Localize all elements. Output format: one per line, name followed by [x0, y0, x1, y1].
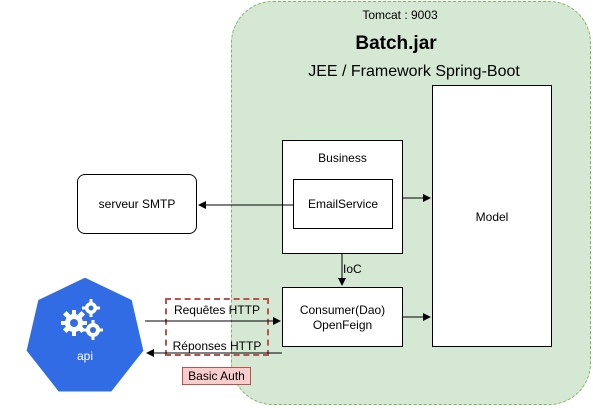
basic-auth-badge: Basic Auth — [182, 367, 251, 385]
consumer-label-line2: OpenFeign — [312, 318, 373, 332]
smtp-server-box — [77, 174, 197, 234]
tomcat-label: Tomcat : 9003 — [362, 8, 438, 22]
model-label: Model — [475, 210, 509, 224]
model-box — [432, 85, 552, 347]
email-service-label: EmailService — [307, 197, 379, 211]
requests-label: Requêtes HTTP — [173, 303, 261, 317]
api-label: api — [76, 349, 93, 363]
email-service-box — [293, 179, 393, 229]
kubernetes-api-icon — [23, 274, 147, 395]
framework-label: JEE / Framework Spring-Boot — [308, 63, 520, 80]
ioc-label: IoC — [343, 262, 362, 276]
responses-label: Réponses HTTP — [172, 339, 262, 353]
consumer-label-line1: Consumer(Dao) — [299, 303, 386, 317]
consumer-box — [282, 287, 403, 347]
business-label: Business — [318, 151, 367, 165]
smtp-server-label: serveur SMTP — [98, 197, 176, 211]
batch-title: Batch.jar — [355, 33, 437, 54]
basic-auth-frame — [165, 298, 269, 356]
